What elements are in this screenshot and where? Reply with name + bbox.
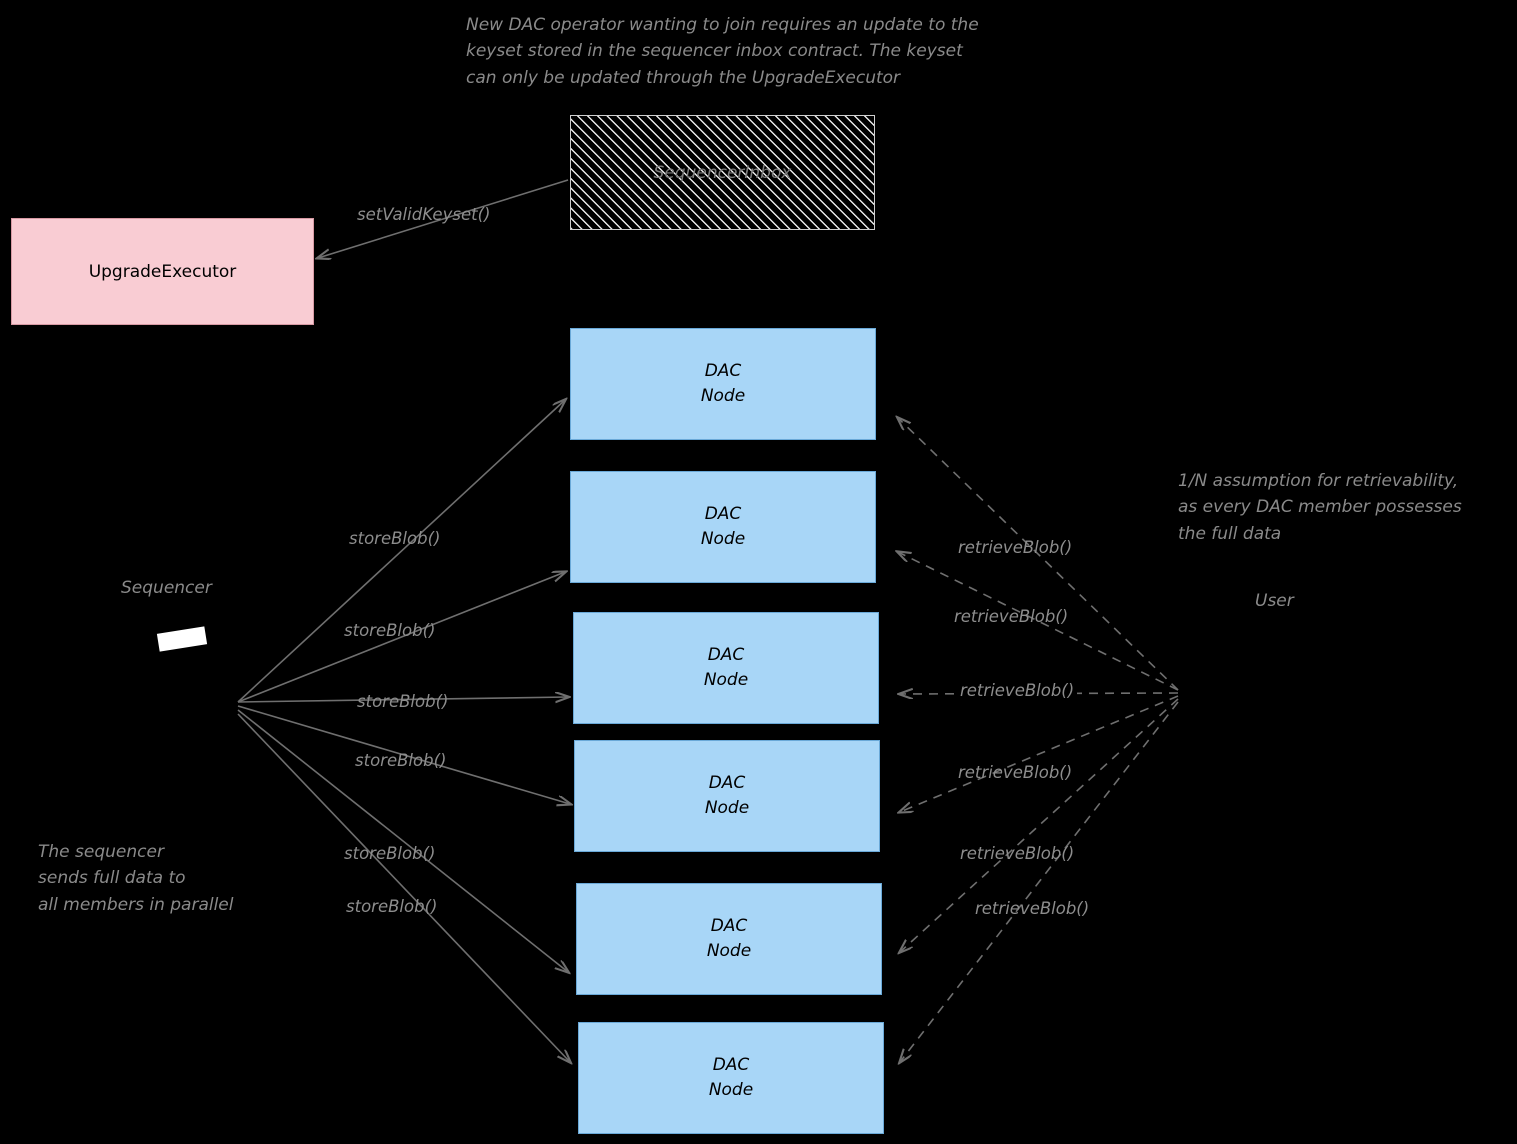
dac-node-2-line1: DAC [704,504,742,525]
edge-label-store-blob-5: storeBlob() [344,844,436,863]
dac-node-1-line2: Node [700,386,746,406]
edge-label-retrieve-blob-5: retrieveBlob() [960,844,1075,863]
dac-node-4: DAC Node [574,740,880,852]
edge-label-retrieve-blob-6: retrieveBlob() [975,899,1090,918]
dac-node-1-line1: DAC [704,361,742,382]
actor-sequencer-label: Sequencer [121,578,212,598]
edge-label-retrieve-blob-2: retrieveBlob() [954,607,1069,626]
note-retrievability: 1/N assumption for retrievability, as ev… [1178,471,1462,544]
note-sequencer-parallel: The sequencer sends full data to all mem… [38,842,234,915]
upgrade-executor-box: UpgradeExecutor [11,218,314,325]
dac-node-3-line1: DAC [707,645,745,666]
actor-user-label: User [1255,591,1294,611]
sequencer-icon [156,626,208,652]
upgrade-executor-label: UpgradeExecutor [88,261,237,282]
dac-node-5-line1: DAC [710,916,748,937]
dac-node-3-line2: Node [703,670,749,690]
edge-label-store-blob-3: storeBlob() [357,692,449,711]
edge-label-retrieve-blob-4: retrieveBlob() [958,763,1073,782]
dac-node-5-line2: Node [706,941,752,961]
dac-node-5: DAC Node [576,883,882,995]
dac-node-6-line2: Node [708,1080,754,1100]
dac-node-6-line1: DAC [712,1055,750,1076]
sequencer-inbox-label: SequencerInbox [653,162,792,183]
dac-node-2-line2: Node [700,529,746,549]
dac-node-4-line1: DAC [708,773,746,794]
dac-node-3: DAC Node [573,612,879,724]
edge-label-store-blob-4: storeBlob() [355,751,447,770]
edge-label-retrieve-blob-3: retrieveBlob() [957,678,1078,704]
dac-node-1: DAC Node [570,328,876,440]
edge-label-store-blob-1: storeBlob() [349,529,441,548]
edge-label-store-blob-6: storeBlob() [346,897,438,916]
dac-node-4-line2: Node [704,798,750,818]
edge-label-retrieve-blob-1: retrieveBlob() [958,538,1073,557]
dac-node-2: DAC Node [570,471,876,583]
edge-label-set-valid-keyset: setValidKeyset() [357,205,491,224]
edge-label-store-blob-2: storeBlob() [344,621,436,640]
sequencer-inbox-box: SequencerInbox [570,115,875,230]
note-keyset-update: New DAC operator wanting to join require… [466,15,979,88]
dac-node-6: DAC Node [578,1022,884,1134]
